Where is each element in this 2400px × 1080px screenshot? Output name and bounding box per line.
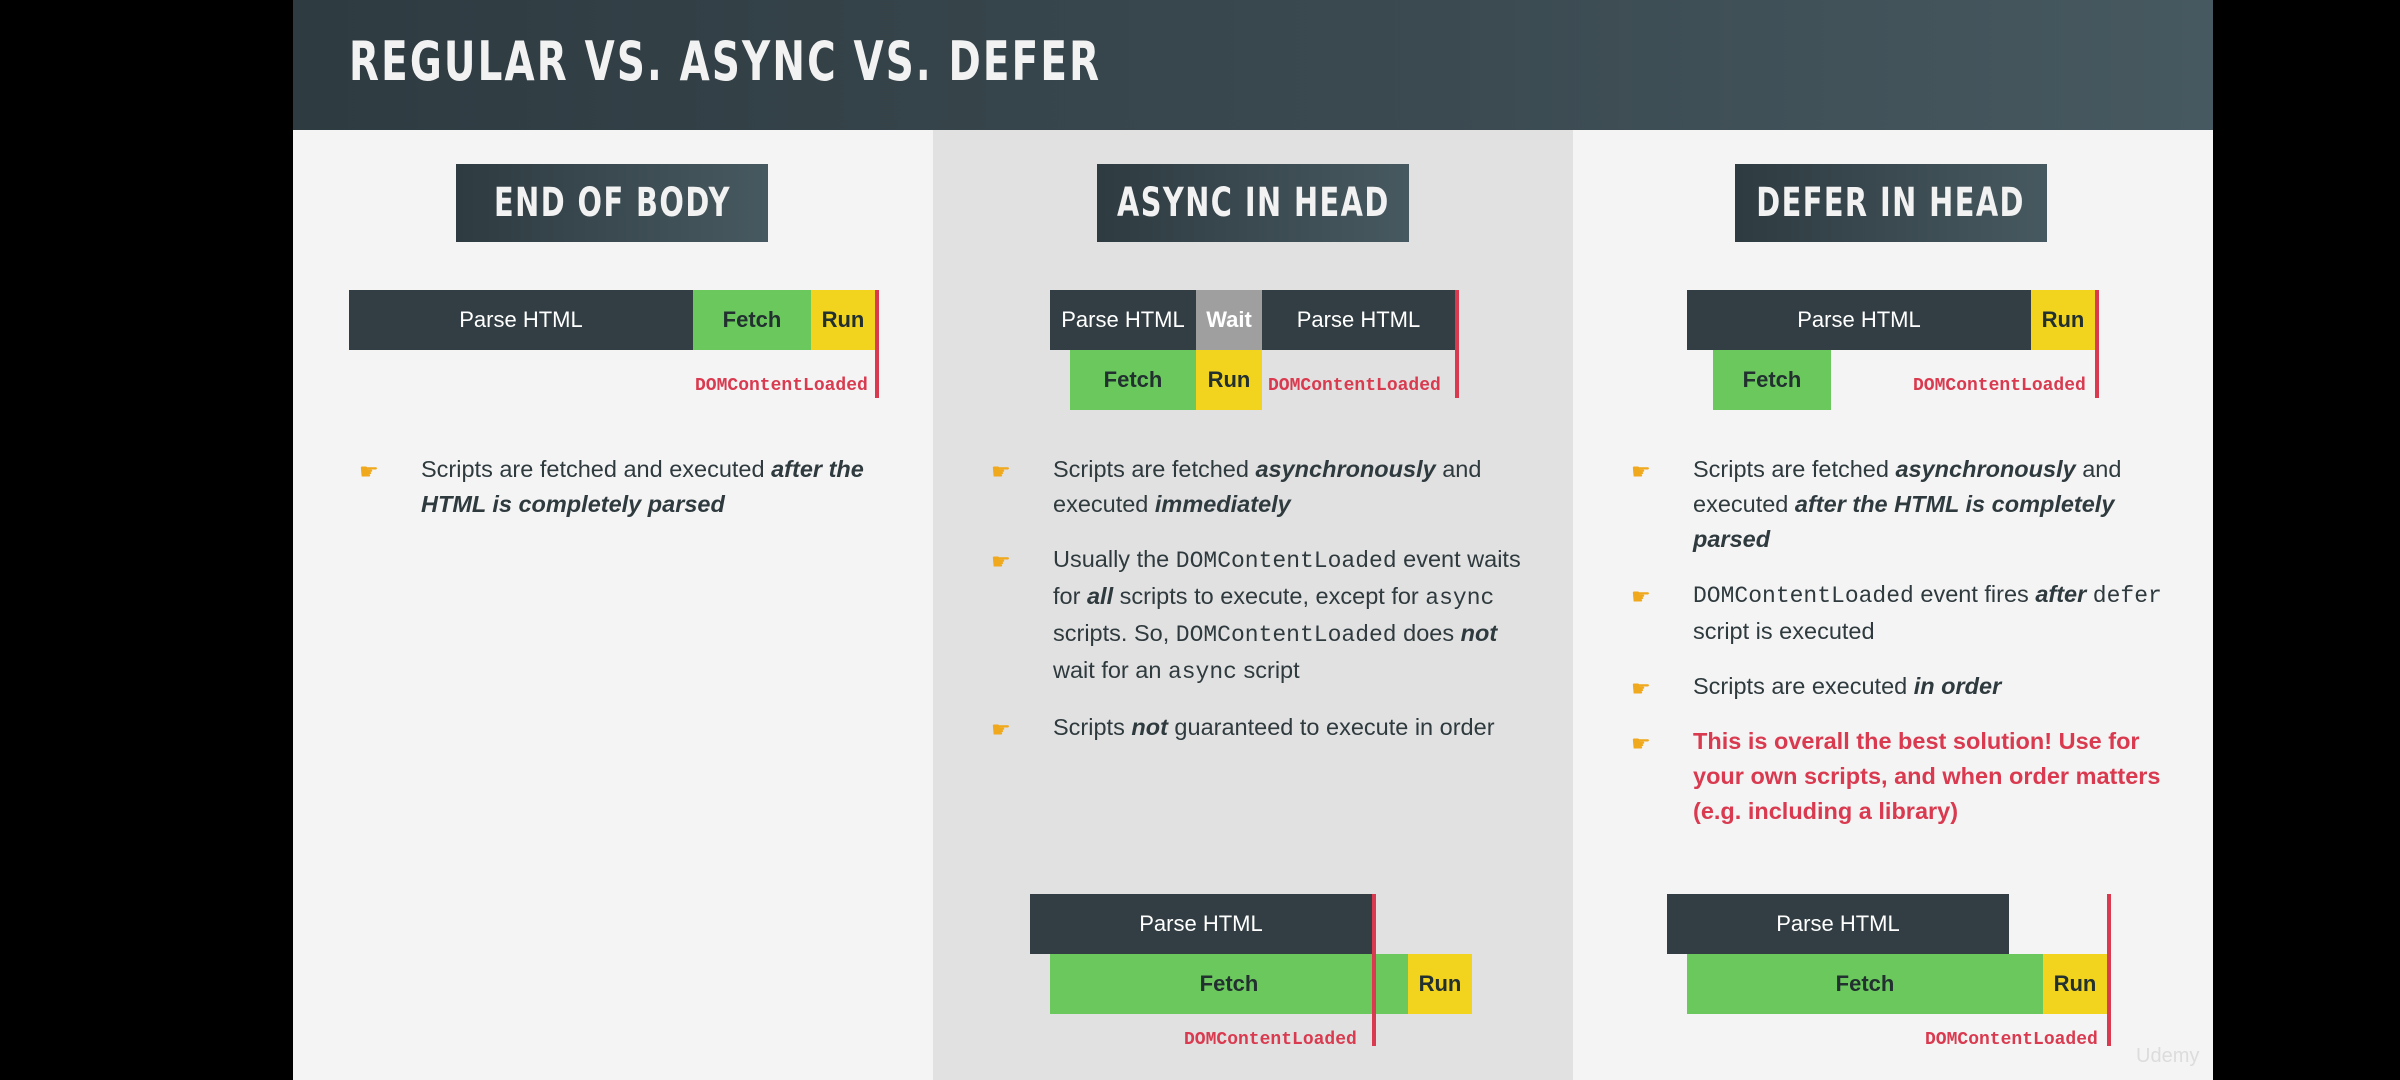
bullet-text: scripts to execute, except for [1113,583,1426,609]
bullet-text: DOMContentLoaded [1175,548,1397,574]
domcontentloaded-marker [1455,290,1459,398]
bullet-text: scripts. So, [1053,620,1176,646]
bullet-text: not [1131,714,1168,740]
udemy-watermark: Udemy [2136,1045,2200,1067]
bullet-text: event fires [1913,581,2036,607]
fetch-bar: Fetch [1070,350,1196,410]
run-bar: Run [811,290,875,350]
pointing-hand-icon: ☛ [359,459,379,484]
bullet-text: in order [1913,673,2002,699]
pointing-hand-icon: ☛ [1631,584,1651,609]
bullet-text: does [1396,620,1461,646]
parse-html-bar-2: Parse HTML [1262,290,1455,350]
bullet-text: DOMContentLoaded [1693,583,1914,609]
bullet-item: ☛ Scripts are fetched asynchronously and … [1631,452,2171,557]
bullet-text: script is executed [1693,618,1875,644]
bullet-text: Scripts are fetched and executed [421,456,772,482]
bullet-item: ☛ Scripts are fetched asynchronously and … [991,452,1531,522]
parse-html-bar-large-script: Parse HTML [1030,894,1372,954]
domcontentloaded-marker-2 [2107,894,2111,1046]
bullet-item: ☛ Scripts not guaranteed to execute in or… [991,710,1531,745]
run-bar-large-script: Run [1408,954,1472,1014]
bullet-list-async-in-head: ☛ Scripts are fetched asynchronously and … [991,452,1531,765]
bullet-text: after the HTML is completely parsed [1693,491,2115,552]
domcontentloaded-marker-2 [1372,894,1376,1046]
column-async-in-head: ASYNC IN HEAD Parse HTML Wait Parse HTML… [933,130,1573,1080]
wait-bar: Wait [1196,290,1262,350]
slide-title: REGULAR VS. ASYNC VS. DEFER [349,30,1102,93]
bullet-text: This is overall the best solution! Use f… [1693,728,2161,824]
fetch-bar: Fetch [693,290,811,350]
column-title-defer-in-head: DEFER IN HEAD [1735,164,2047,242]
run-bar-large-script: Run [2043,954,2107,1014]
bullet-text: DOMContentLoaded [1175,622,1397,648]
parse-html-bar: Parse HTML [1050,290,1196,350]
fetch-bar: Fetch [1713,350,1831,410]
bullet-text: and executed [1053,456,1482,517]
domcontentloaded-label-2: DOMContentLoaded [1925,1030,2098,1050]
run-bar: Run [1196,350,1262,410]
pointing-hand-icon: ☛ [1631,676,1651,701]
domcontentloaded-label: DOMContentLoaded [1913,376,2086,396]
bullet-text: Scripts are fetched [1693,456,1896,482]
header-bar: REGULAR VS. ASYNC VS. DEFER [293,0,2213,130]
bullet-text: script [1236,657,1300,683]
bullet-text: async [1167,659,1237,685]
bullet-text: Scripts are fetched [1053,456,1256,482]
column-end-of-body: END OF BODY Parse HTML Fetch Run DOMCont… [293,130,933,1080]
parse-html-bar: Parse HTML [349,290,693,350]
pointing-hand-icon: ☛ [991,549,1011,574]
slide: REGULAR VS. ASYNC VS. DEFER END OF BODY … [293,0,2213,1080]
bullet-text: after [2035,581,2087,607]
bullet-text: immediately [1154,491,1291,517]
parse-html-bar: Parse HTML [1687,290,2031,350]
pointing-hand-icon: ☛ [991,717,1011,742]
bullet-text: asynchronously [1255,456,1436,482]
bullet-list-end-of-body: ☛ Scripts are fetched and executed after … [359,452,879,542]
column-defer-in-head: DEFER IN HEAD Parse HTML Run Fetch DOMCo… [1573,130,2213,1080]
bullet-text: Scripts [1053,714,1132,740]
fetch-bar-large-script: Fetch [1050,954,1408,1014]
bullet-text: defer [2092,583,2162,609]
bullet-text: not [1460,620,1498,646]
run-bar: Run [2031,290,2095,350]
column-title-async-in-head: ASYNC IN HEAD [1097,164,1409,242]
bullet-text: Usually the [1053,546,1176,572]
bullet-text: guaranteed to execute in order [1167,714,1495,740]
bullet-text: event waits for [1053,546,1521,609]
bullet-item: ☛ DOMContentLoaded event fires after defe… [1631,577,2171,649]
bullet-text: asynchronously [1895,456,2076,482]
bullet-text: after the HTML is completely parsed [421,456,864,517]
domcontentloaded-label-2: DOMContentLoaded [1184,1030,1357,1050]
bullet-text: async [1425,585,1495,611]
bullet-text: all [1086,583,1114,609]
bullet-item: ☛ Scripts are fetched and executed after … [359,452,879,522]
bullet-item: ☛ Scripts are executed in order [1631,669,2171,704]
domcontentloaded-label: DOMContentLoaded [1268,376,1441,396]
bullet-list-defer-in-head: ☛ Scripts are fetched asynchronously and … [1631,452,2171,849]
column-title-end-of-body: END OF BODY [456,164,768,242]
domcontentloaded-label: DOMContentLoaded [695,376,868,396]
pointing-hand-icon: ☛ [991,459,1011,484]
parse-html-bar-large-script: Parse HTML [1667,894,2009,954]
domcontentloaded-marker [875,290,879,398]
fetch-bar-large-script: Fetch [1687,954,2043,1014]
domcontentloaded-marker [2095,290,2099,398]
bullet-item: ☛ This is overall the best solution! Use … [1631,724,2171,829]
column-title-text: END OF BODY [493,180,731,226]
bullet-item: ☛ Usually the DOMContentLoaded event wait… [991,542,1531,690]
column-title-text: DEFER IN HEAD [1756,180,2026,226]
pointing-hand-icon: ☛ [1631,459,1651,484]
bullet-text: and executed [1693,456,2122,517]
pointing-hand-icon: ☛ [1631,731,1651,756]
column-title-text: ASYNC IN HEAD [1116,180,1390,226]
bullet-text: wait for an [1053,657,1168,683]
bullet-text: Scripts are executed [1693,673,1914,699]
